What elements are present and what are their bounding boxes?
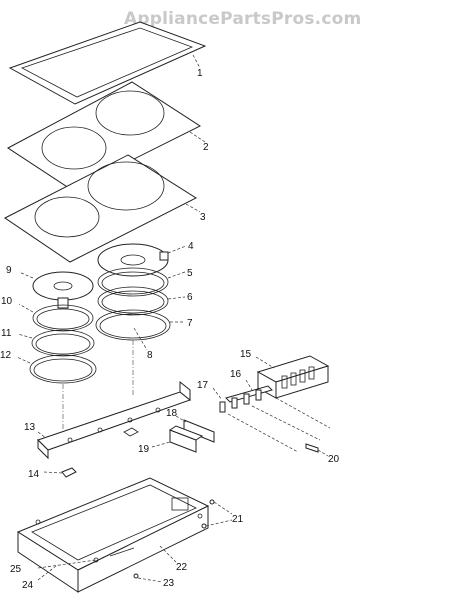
part-22-housing[interactable]	[16, 477, 210, 593]
callout-23: 23	[163, 578, 175, 589]
callout-20: 20	[328, 454, 340, 465]
callout-18: 18	[166, 408, 178, 419]
callout-5: 5	[187, 268, 193, 279]
part-7-ring[interactable]	[95, 309, 171, 341]
callout-13: 13	[24, 422, 36, 433]
part-15-terminal-block[interactable]	[256, 355, 330, 399]
part-14-clip[interactable]	[61, 467, 77, 478]
callout-15: 15	[240, 349, 252, 360]
part-19-bracket[interactable]	[168, 425, 204, 453]
callout-2: 2	[203, 142, 209, 153]
callout-8: 8	[147, 350, 153, 361]
part-9-small-element[interactable]	[32, 271, 94, 309]
callout-24: 24	[22, 580, 34, 591]
part-3-glass-top[interactable]	[4, 154, 198, 263]
part-12-ring[interactable]	[29, 354, 97, 384]
callout-12: 12	[0, 350, 12, 361]
callout-11: 11	[1, 328, 12, 339]
part-23-screw[interactable]	[133, 573, 139, 579]
callout-1: 1	[197, 68, 203, 79]
part-2-glass-top[interactable]	[7, 81, 202, 191]
callout-3: 3	[200, 212, 206, 223]
callout-22: 22	[176, 562, 188, 573]
callout-16: 16	[230, 369, 242, 380]
callout-10: 10	[1, 296, 13, 307]
callout-4: 4	[188, 241, 194, 252]
part-17-terminal-screws[interactable]	[219, 389, 262, 413]
part-20-screw[interactable]	[305, 443, 319, 453]
part-11-ring[interactable]	[31, 329, 95, 357]
part-6-ring[interactable]	[97, 286, 169, 316]
callout-17: 17	[197, 380, 209, 391]
part-10-ring[interactable]	[32, 304, 94, 332]
callout-25: 25	[10, 564, 22, 575]
callout-21: 21	[232, 514, 244, 525]
callout-19: 19	[138, 444, 150, 455]
callout-6: 6	[187, 292, 193, 303]
part-13-bracket[interactable]	[37, 380, 192, 460]
watermark: AppliancePartsPros.com	[124, 9, 361, 29]
part-18-bracket[interactable]	[183, 419, 215, 443]
callout-7: 7	[187, 318, 193, 329]
callout-9: 9	[6, 265, 12, 276]
part-1-frame[interactable]	[8, 21, 207, 105]
callout-14: 14	[28, 469, 40, 480]
part-4-large-element[interactable]	[97, 243, 169, 277]
part-5-ring[interactable]	[97, 267, 169, 297]
